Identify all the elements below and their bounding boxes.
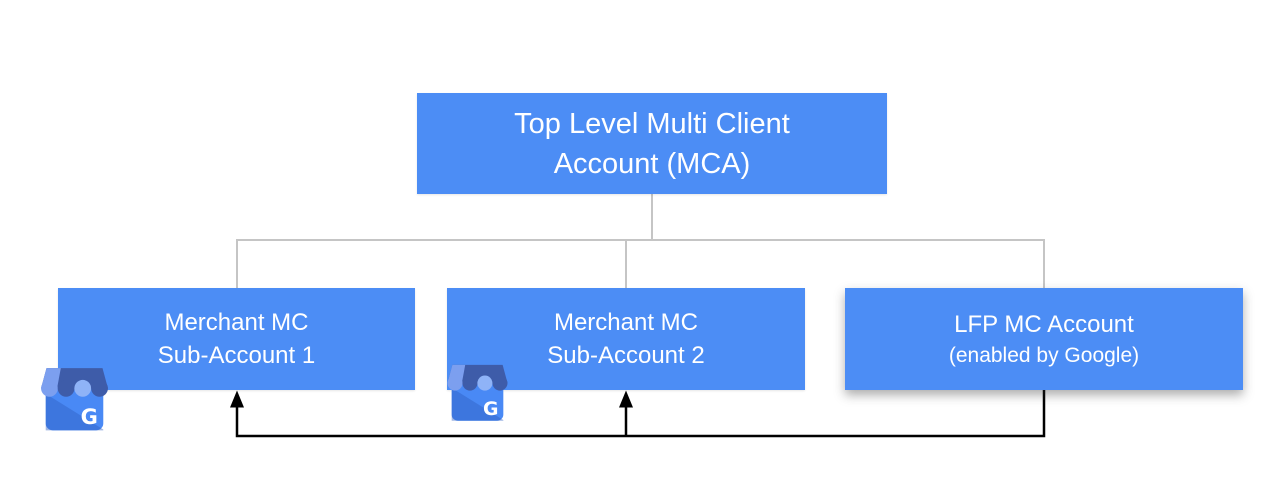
sub1-arrowhead-icon <box>230 390 244 408</box>
google-g-letter: G <box>81 405 98 429</box>
google-business-profile-icon: G <box>41 368 108 431</box>
merchant-sub-account-1-node: Merchant MC Sub-Account 1 <box>58 288 415 390</box>
lfp-feedback-path <box>235 390 1046 438</box>
sub2-arrowhead-icon <box>619 390 633 408</box>
merchant-sub-account-2-node: Merchant MC Sub-Account 2 <box>447 288 805 390</box>
sub2-label-line2: Sub-Account 2 <box>547 342 705 369</box>
storefront-icon: G <box>41 368 108 431</box>
feedback-arrow-lines <box>235 390 1046 438</box>
mca-label-line2: Account (MCA) <box>553 147 751 180</box>
sub1-label-line1: Merchant MC <box>164 309 309 336</box>
lfp-label-line1: LFP MC Account <box>954 310 1134 338</box>
mca-label-line1: Top Level Multi Client <box>514 107 790 140</box>
sub2-label-line1: Merchant MC <box>553 309 699 336</box>
google-g-letter: G <box>483 399 498 420</box>
arrowheads <box>230 390 633 408</box>
lfp-mc-account-node: LFP MC Account (enabled by Google) <box>845 288 1243 390</box>
storefront-icon: G <box>447 364 508 421</box>
google-business-profile-icon: G <box>447 364 508 421</box>
tree-connector-lines <box>236 194 1045 288</box>
mca-node: Top Level Multi Client Account (MCA) <box>417 93 887 194</box>
lfp-label-line2: (enabled by Google) <box>948 343 1140 367</box>
sub1-label-line2: Sub-Account 1 <box>157 342 316 369</box>
